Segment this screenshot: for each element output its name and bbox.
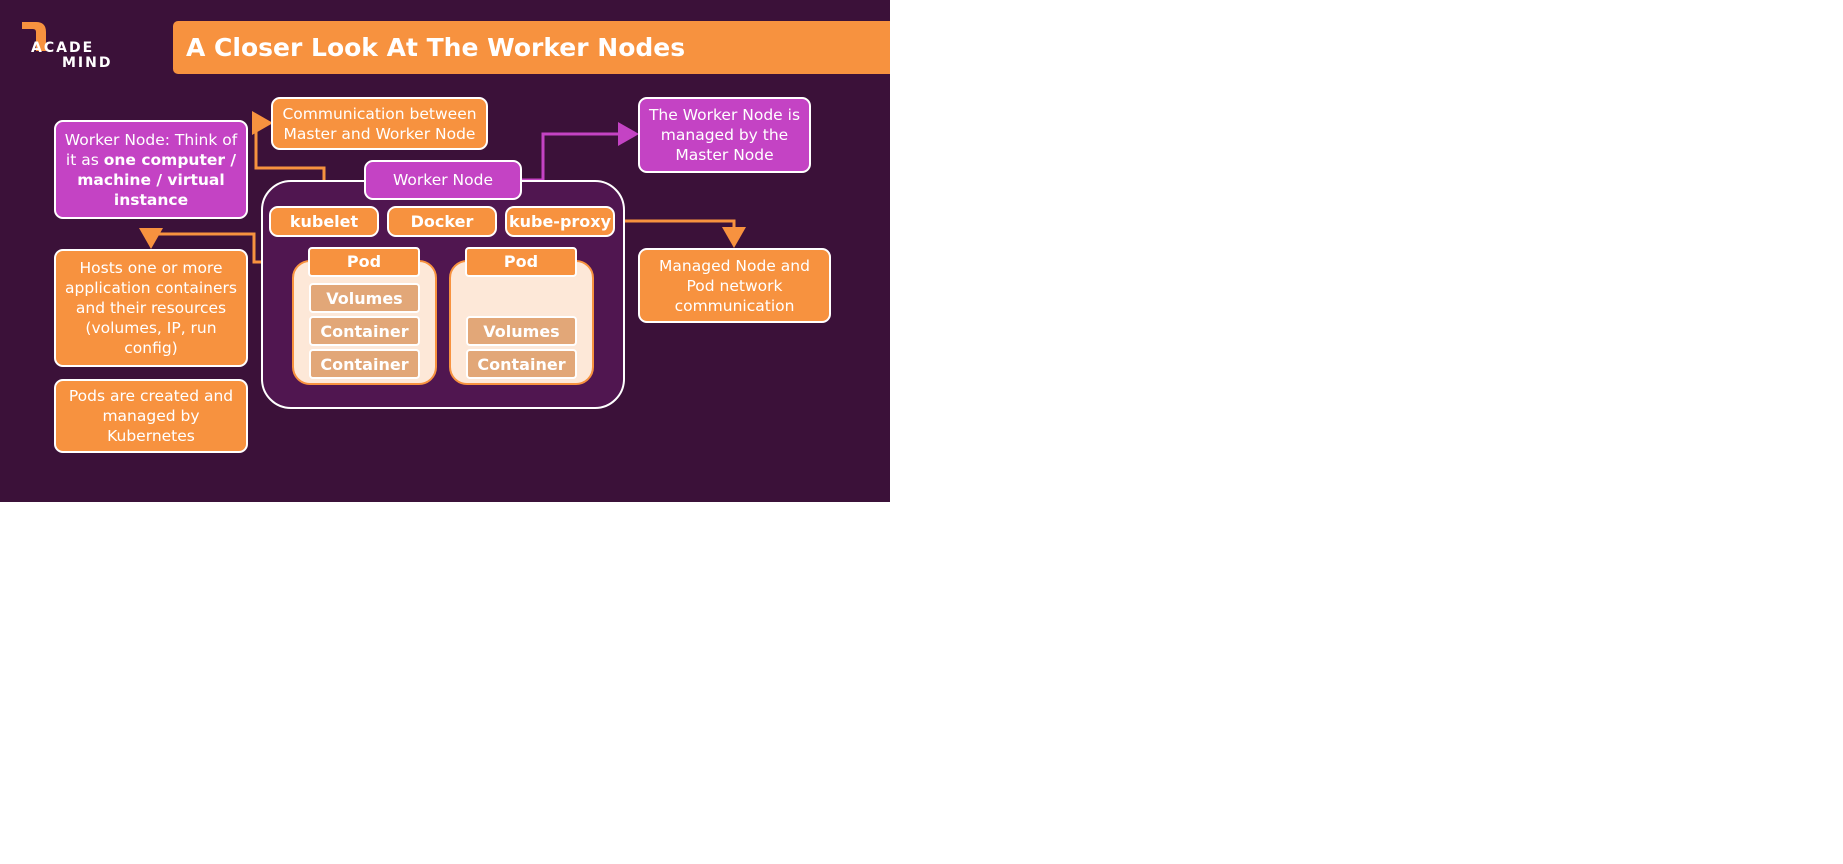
pod-2-label: Pod [465, 247, 577, 277]
logo-text-line2: MIND [62, 55, 113, 71]
pod-1-container-2: Container [309, 349, 420, 379]
kube-proxy-to-network-connector [615, 219, 746, 248]
pods-managed-note: Pods are created and managed by Kubernet… [54, 379, 248, 453]
pod-1-label: Pod [308, 247, 420, 277]
communication-note: Communication between Master and Worker … [271, 97, 488, 150]
worker-node-definition-bold-text: one computer / machine / virtual instanc… [77, 150, 237, 209]
worker-node-definition-text: Worker Node: Think of it as [64, 130, 238, 169]
logo-mark-icon [22, 22, 46, 51]
pod-hosts-note: Hosts one or more application containers… [54, 249, 248, 367]
academind-logo: ACADE MIND [20, 20, 120, 72]
pod-2-volumes: Volumes [466, 316, 577, 346]
managed-by-master-note: The Worker Node is managed by the Master… [638, 97, 811, 173]
kubelet-component: kubelet [269, 206, 379, 237]
worker-node-definition-note: Worker Node: Think of it as one computer… [54, 120, 248, 219]
pod-1-volumes: Volumes [309, 283, 420, 313]
logo-text-line1: ACADE [31, 40, 95, 56]
kube-proxy-component: kube-proxy [505, 206, 615, 237]
pod-2-container: Container [466, 349, 577, 379]
pod-1-container-1: Container [309, 316, 420, 346]
worker-node-label: Worker Node [364, 160, 522, 200]
slide: ACADE MIND A Closer Look At The Worker N… [0, 0, 890, 502]
page-title: A Closer Look At The Worker Nodes [173, 21, 890, 74]
docker-component: Docker [387, 206, 497, 237]
worker-node-to-master-connector [522, 122, 639, 182]
network-communication-note: Managed Node and Pod network communicati… [638, 248, 831, 323]
